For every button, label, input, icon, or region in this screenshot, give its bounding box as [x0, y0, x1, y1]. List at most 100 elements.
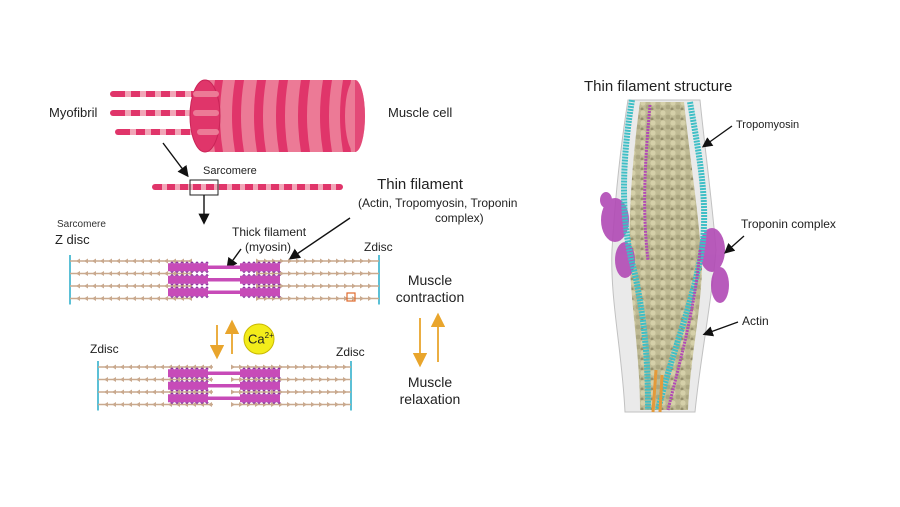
myosin-head [242, 296, 246, 299]
myosin-head [175, 296, 179, 299]
actin-arrowhead [108, 271, 112, 276]
actin-arrowhead [344, 258, 348, 264]
myosin-head [175, 402, 179, 405]
actin-arrowhead [328, 258, 332, 264]
myosin-head [257, 273, 261, 276]
myosin-head [242, 261, 246, 264]
actin-arrowhead [128, 402, 132, 407]
actin-arrowhead [112, 402, 116, 407]
myosin-head [267, 379, 271, 382]
actin-arrowhead [360, 283, 364, 289]
myosin-head [242, 389, 246, 392]
myosin-head-band [168, 369, 208, 378]
actin-arrowhead [255, 377, 259, 382]
actin-arrowhead [152, 389, 156, 395]
actin-arrowhead [303, 377, 307, 382]
myosin-head-band [168, 381, 208, 390]
myosin-head [257, 379, 261, 382]
myosin-head [277, 286, 281, 289]
actin-arrowhead [280, 283, 284, 289]
myosin-head [200, 283, 204, 286]
myosin-head [175, 379, 179, 382]
myosin-head [180, 367, 184, 370]
actin-arrowhead [303, 364, 307, 370]
actin-arrowhead [328, 283, 332, 289]
actin-arrowhead [136, 377, 140, 382]
actin-arrowhead [156, 296, 160, 301]
myosin-head [205, 261, 209, 264]
actin-arrowhead [156, 258, 160, 264]
actin-arrowhead [352, 283, 356, 289]
myosin-head [200, 296, 204, 299]
myosin-head [267, 261, 271, 264]
myosin-head [200, 389, 204, 392]
actin-arrowhead [208, 389, 212, 395]
myosin-head [190, 379, 194, 382]
myosin-head [277, 261, 281, 264]
arrow-thin-filament [288, 217, 351, 260]
actin-arrowhead [255, 364, 259, 370]
myosin-head [262, 271, 266, 274]
myosin-head [272, 296, 276, 299]
actin-arrowhead [76, 258, 80, 264]
thin-filament-structure-title: Thin filament structure [584, 78, 733, 95]
actin-arrowhead [124, 258, 128, 264]
actin-arrowhead [304, 271, 308, 276]
actin-arrowhead [108, 296, 112, 301]
actin-arrowhead [335, 402, 339, 407]
myosin-head [180, 271, 184, 274]
myosin-head [195, 392, 199, 395]
myosin-head [247, 392, 251, 395]
myosin-head [180, 392, 184, 395]
myosin-head [262, 367, 266, 370]
actin-arrowhead [352, 258, 356, 264]
myosin-head [252, 296, 256, 299]
thin-filament-title: Thin filament [377, 176, 463, 193]
actin-arrowhead [303, 389, 307, 395]
sarcomere-label: Sarcomere [57, 219, 106, 230]
myosin-head [242, 271, 246, 274]
myosin-head [200, 367, 204, 370]
myosin-head-band [168, 288, 208, 297]
myosin-head [200, 273, 204, 276]
myosin-head [175, 286, 179, 289]
actin-arrowhead [239, 402, 243, 407]
z-disc-label-top-right: Zdisc [364, 240, 393, 254]
myosin-head [195, 367, 199, 370]
actin-arrowhead [319, 389, 323, 395]
actin-arrowhead [360, 258, 364, 264]
actin-arrowhead [311, 402, 315, 407]
myosin-head [257, 392, 261, 395]
actin-arrowhead [231, 389, 235, 395]
myosin-head [180, 286, 184, 289]
myosin-head [190, 283, 194, 286]
actin-arrowhead [128, 389, 132, 395]
actin-arrowhead [327, 364, 331, 370]
calcium-charge: 2+ [264, 331, 274, 340]
actin-arrowhead [295, 364, 299, 370]
myosin-head [257, 377, 261, 380]
actin-arrowhead [360, 271, 364, 276]
actin-arrowhead [280, 296, 284, 301]
actin-arrowhead [352, 296, 356, 301]
myosin-head [185, 273, 189, 276]
actin-arrowhead [140, 296, 144, 301]
actin-arrowhead [192, 364, 196, 370]
myosin-head [267, 286, 271, 289]
actin-arrowhead [287, 377, 291, 382]
actin-arrowhead [100, 296, 104, 301]
myosin-head [185, 389, 189, 392]
myosin-head [180, 296, 184, 299]
actin-arrowhead [84, 296, 88, 301]
actin-arrowhead [288, 283, 292, 289]
actin-arrowhead [84, 271, 88, 276]
myosin-head [262, 389, 266, 392]
thick-filament-title: Thick filament [232, 225, 307, 239]
actin-arrowhead [124, 271, 128, 276]
myosin-head [267, 367, 271, 370]
actin-arrowhead [92, 271, 96, 276]
actin-arrowhead [296, 283, 300, 289]
actin-arrowhead [160, 377, 164, 382]
myosin-head [252, 271, 256, 274]
actin-arrowhead [136, 364, 140, 370]
